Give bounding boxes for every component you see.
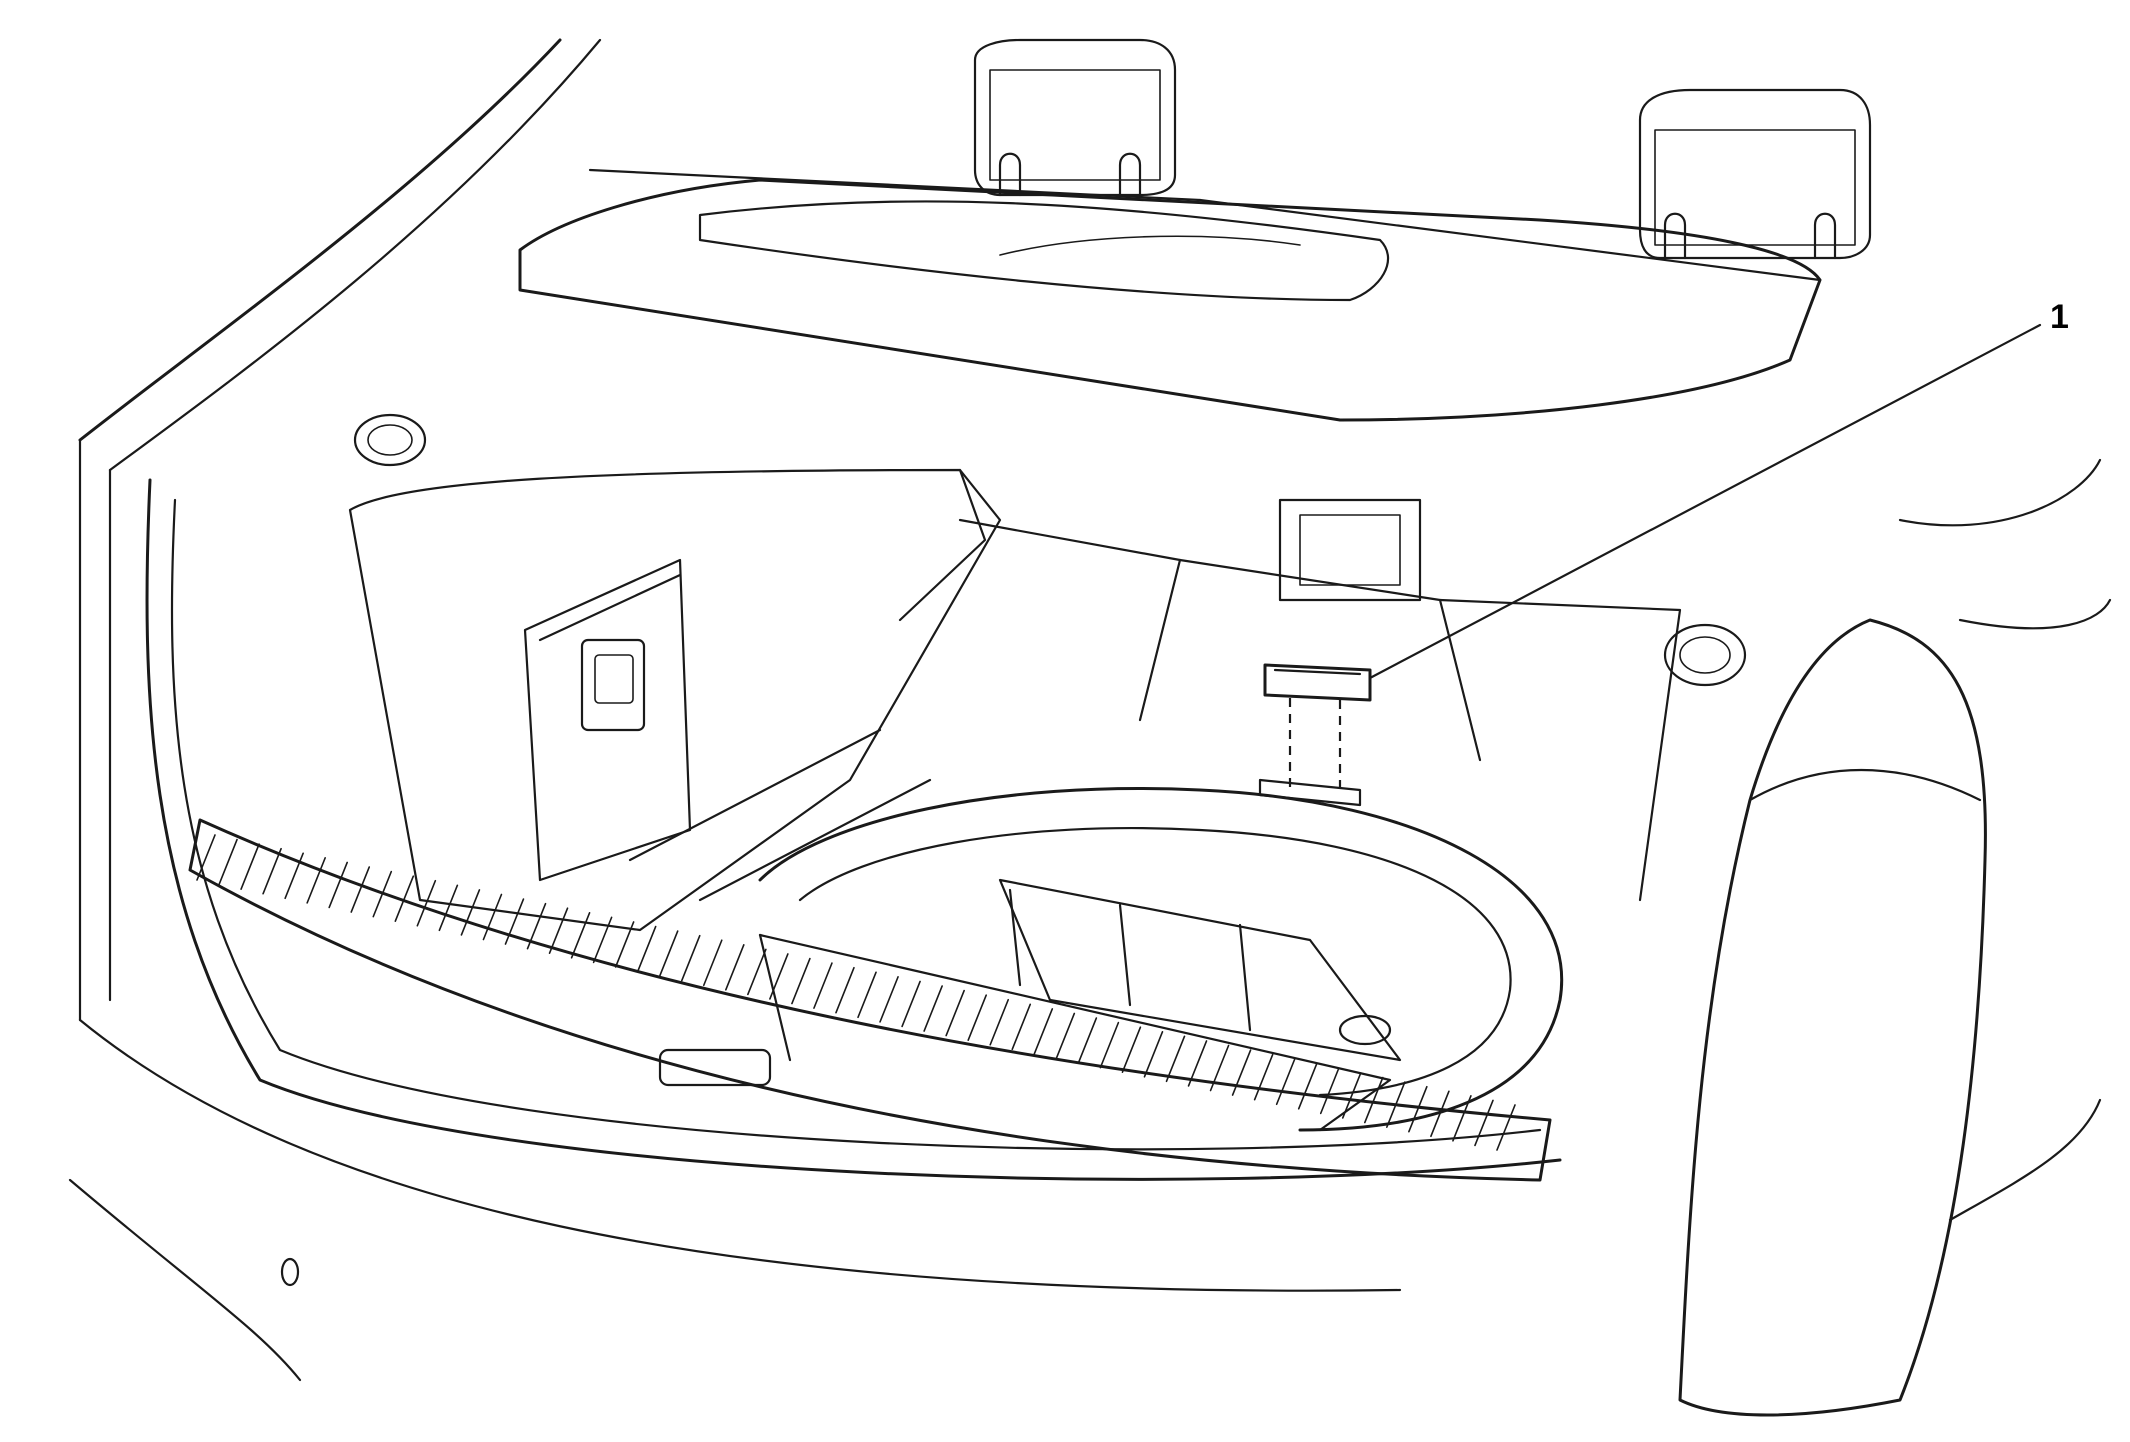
spare-tire-well <box>758 786 1564 1132</box>
callout-1: 1 <box>1368 298 2069 680</box>
sill-rib <box>702 939 723 987</box>
sill-rib <box>306 857 326 904</box>
right-tail-light <box>1678 618 1987 1417</box>
sill-rib <box>857 971 877 1019</box>
trunk-cups <box>353 413 1747 687</box>
sill-rib <box>1452 1095 1472 1142</box>
sill-rib <box>262 847 282 895</box>
sill-rib <box>1496 1104 1516 1151</box>
sill-rib <box>879 976 899 1023</box>
sill-rib <box>1474 1099 1494 1147</box>
sill-rib <box>945 989 965 1037</box>
sill-rib <box>725 944 745 991</box>
sill-rib <box>416 879 437 927</box>
sill-rib <box>460 889 481 936</box>
sill-rib <box>901 980 921 1028</box>
sill-rib <box>813 962 833 1009</box>
left-trunk-wall <box>348 468 1002 932</box>
sill-rib <box>218 838 238 886</box>
sill-rib <box>923 985 943 1032</box>
rear-sill-plate <box>188 818 1552 1182</box>
sill-rib <box>504 898 525 945</box>
sill-rib <box>394 875 415 922</box>
sill-rib <box>1011 1003 1032 1051</box>
callout-component-clip <box>1258 663 1372 807</box>
trunk-floor <box>628 498 1682 902</box>
sill-rib <box>1143 1030 1164 1078</box>
sill-rib <box>482 893 503 941</box>
sill-rib <box>350 866 371 913</box>
sill-rib <box>438 884 459 932</box>
sill-rib <box>989 998 1010 1046</box>
sill-rib <box>372 870 393 918</box>
sill-rib <box>1209 1044 1230 1092</box>
sill-rib <box>747 948 767 996</box>
sill-rib <box>791 957 811 1005</box>
sill-rib <box>1077 1017 1098 1064</box>
sill-rib <box>658 930 679 977</box>
sill-rib <box>1121 1026 1142 1074</box>
sill-rib <box>328 861 349 909</box>
sill-rib <box>570 911 591 959</box>
rear-package-shelf <box>518 168 1822 422</box>
sill-rib <box>636 925 657 973</box>
sill-rib <box>1408 1085 1428 1133</box>
sill-rib <box>1055 1012 1076 1060</box>
callout-label-1: 1 <box>2050 298 2069 336</box>
rear-headrests <box>973 38 1872 260</box>
sill-rib <box>1319 1067 1340 1115</box>
sill-rib <box>240 843 260 890</box>
sill-rib <box>967 994 987 1041</box>
sill-rib <box>1099 1021 1120 1069</box>
sill-rib <box>1187 1040 1208 1087</box>
sill-ribs <box>196 834 1516 1151</box>
sill-rib <box>1297 1063 1318 1110</box>
sill-rib <box>614 921 635 968</box>
sill-rib <box>1253 1053 1274 1101</box>
sill-rib <box>680 934 701 982</box>
sill-rib <box>196 834 216 881</box>
sill-rib <box>592 916 613 964</box>
sill-rib <box>1231 1049 1252 1096</box>
sill-rib <box>1430 1090 1450 1138</box>
sill-rib <box>1341 1072 1362 1119</box>
sill-rib <box>769 953 789 1000</box>
car-body-outline <box>68 38 2112 1382</box>
sill-rib <box>284 852 304 900</box>
sill-rib <box>1165 1035 1186 1083</box>
sill-rib <box>548 907 569 955</box>
sill-rib <box>1363 1076 1384 1124</box>
sill-rib <box>1275 1058 1296 1106</box>
sill-rib <box>526 902 547 950</box>
sill-rib <box>835 966 855 1014</box>
sill-rib <box>1033 1008 1054 1055</box>
sill-rib <box>1386 1081 1406 1128</box>
